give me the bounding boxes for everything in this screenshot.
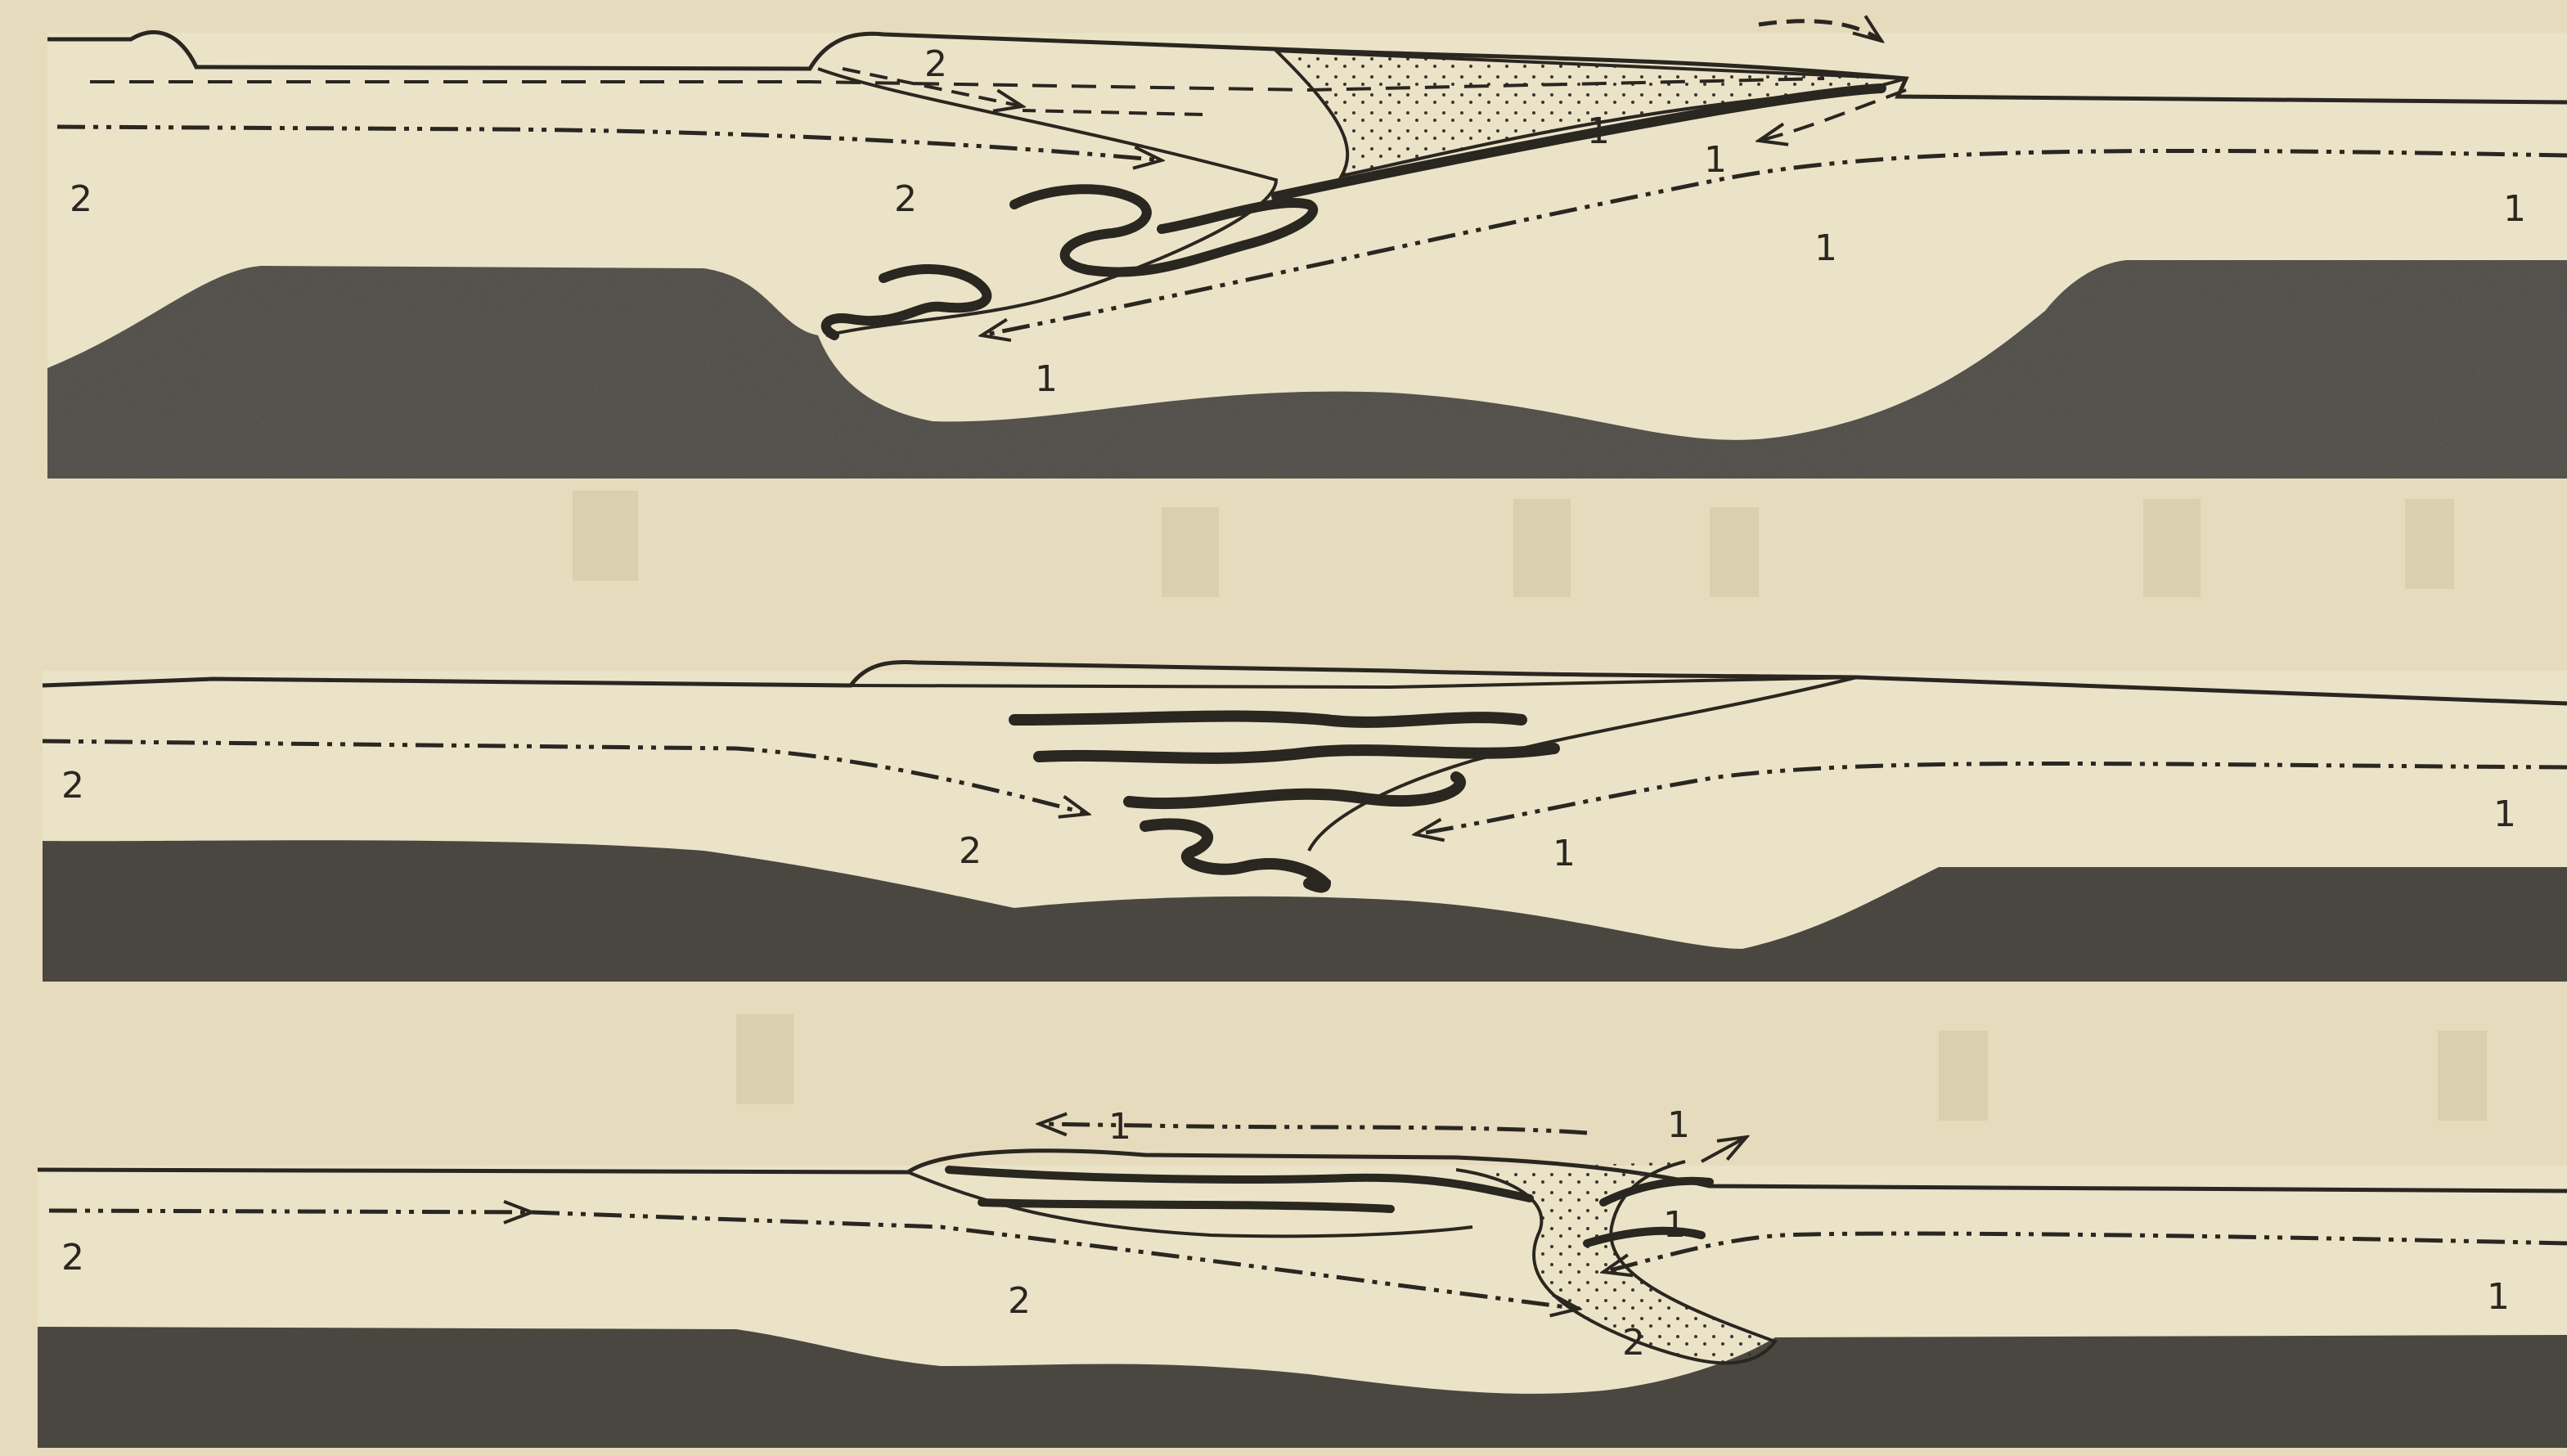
panel-bottom-label: 1	[2487, 1276, 2510, 1318]
panel-middle-label: 2	[959, 830, 982, 872]
panel-top-label: 1	[1587, 110, 1610, 152]
panel-top-label: 1	[1814, 227, 1837, 269]
panel-bottom-label: 1	[1667, 1104, 1690, 1146]
panel-bottom-current-1-up	[1702, 1137, 1747, 1162]
panel-top-label: 1	[1704, 139, 1727, 181]
panel-top-label: 1	[2503, 188, 2526, 230]
panel-top-label: 2	[70, 178, 92, 220]
panel-bottom-label: 2	[1008, 1280, 1031, 1322]
panel-bottom-label: 1	[1108, 1106, 1131, 1148]
panel-middle-label: 2	[61, 765, 84, 807]
panel-top: 2 2 2 1 1 1 1 1	[47, 21, 2567, 479]
panel-bottom-label: 2	[61, 1237, 84, 1278]
panel-top-label: 2	[894, 178, 917, 220]
panel-top-label: 1	[1035, 358, 1058, 400]
panel-top-label: 2	[924, 43, 947, 85]
panel-bottom: 1 1 1 2 2 2 1	[38, 1104, 2567, 1448]
panel-middle: 2 2 1 1	[43, 662, 2567, 982]
panel-middle-label: 1	[2493, 793, 2516, 835]
panel-middle-label: 1	[1553, 833, 1576, 874]
panel-bottom-label: 2	[1622, 1322, 1645, 1364]
panel-bottom-label: 1	[1663, 1204, 1686, 1246]
